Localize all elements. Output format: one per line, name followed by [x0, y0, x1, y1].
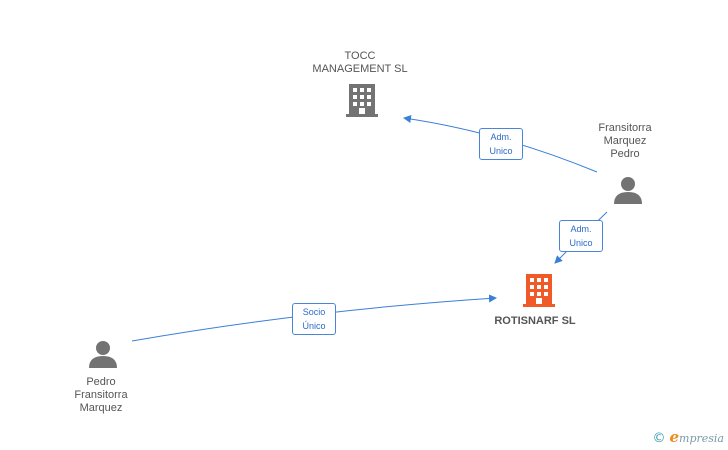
- edge-label-adm-unico-rotisnarf: Adm. Unico: [559, 220, 603, 252]
- node-label-rotisnarf[interactable]: ROTISNARF SL: [494, 315, 576, 327]
- copyright-icon: ©: [652, 431, 666, 446]
- edge-label-adm-unico-tocc: Adm. Unico: [479, 128, 523, 160]
- brand-footer: ©empresia: [652, 428, 724, 446]
- edge-label-socio-unico: Socio Único: [292, 303, 336, 335]
- brand-initial: e: [669, 428, 680, 446]
- brand-name: mpresia: [679, 432, 724, 445]
- building-icon[interactable]: [346, 84, 378, 117]
- node-label-pedro[interactable]: Pedro Fransitorra Marquez: [74, 376, 128, 414]
- person-icon[interactable]: [614, 177, 642, 204]
- building-icon[interactable]: [523, 274, 555, 307]
- node-label-fransitorra[interactable]: Fransitorra Marquez Pedro: [598, 122, 652, 160]
- person-icon[interactable]: [89, 341, 117, 368]
- node-label-tocc[interactable]: TOCC MANAGEMENT SL: [312, 50, 408, 75]
